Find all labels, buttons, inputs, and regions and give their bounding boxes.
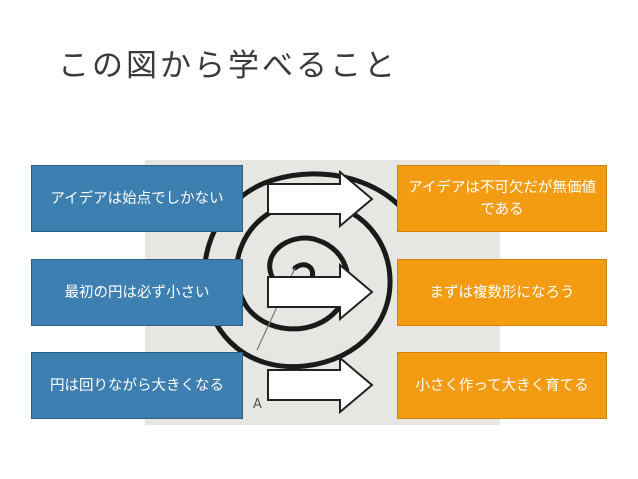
right-box-2: まずは複数形になろう — [397, 259, 607, 326]
right-arrow-icon — [267, 356, 374, 414]
left-box-1: アイデアは始点でしかない — [31, 165, 243, 232]
left-box-3: 円は回りながら大きくなる — [31, 352, 243, 419]
right-box-2-text: まずは複数形になろう — [429, 284, 575, 301]
left-box-3-text: 円は回りながら大きくなる — [50, 377, 224, 394]
slide-title: この図から学べること — [58, 48, 398, 84]
right-box-3-text: 小さく作って大きく育てる — [415, 377, 589, 394]
svg-text:A: A — [253, 397, 262, 412]
right-box-1-text: アイデアは不可欠だが無価値である — [408, 179, 596, 218]
left-box-2-text: 最初の円は必ず小さい — [64, 284, 210, 301]
right-arrow-icon — [267, 170, 374, 228]
left-box-2: 最初の円は必ず小さい — [31, 259, 243, 326]
left-box-1-text: アイデアは始点でしかない — [50, 190, 224, 207]
right-box-1: アイデアは不可欠だが無価値である — [397, 165, 607, 232]
right-box-3: 小さく作って大きく育てる — [397, 352, 607, 419]
right-arrow-icon — [267, 263, 374, 321]
